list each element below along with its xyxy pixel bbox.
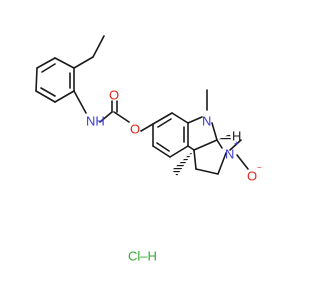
hydrochloride-label: Cl–H — [128, 248, 157, 263]
amide-nh-label: NH — [86, 113, 105, 128]
o-minus-charge: − — [257, 163, 262, 172]
ethyl-group — [73, 35, 105, 69]
indoline-nitrogen-label: N — [202, 113, 211, 128]
ethylphenyl-ring — [35, 57, 75, 103]
ester-oxygen-label: O — [130, 121, 140, 136]
n-plus-charge: + — [234, 139, 239, 148]
n-oxide-bond — [236, 154, 249, 170]
structure-diagram: NH O O N H N + O − Cl–H — [35, 35, 262, 263]
pyrrolidine-nitrogen-label: N — [225, 146, 234, 161]
hashed-wedge-hydrogen — [217, 134, 231, 140]
carbonyl-oxygen-label: O — [109, 87, 119, 102]
n-oxide-oxygen-label: O — [247, 168, 257, 183]
carbamate-linkage — [73, 90, 154, 132]
methyl-groups — [206, 89, 242, 151]
hashed-wedge-methyl — [172, 150, 194, 176]
pyrroloindole-rings — [187, 116, 227, 175]
ring-fusion-hydrogen-label: H — [232, 128, 241, 143]
indoline-benzene-ring — [152, 112, 189, 158]
molecule-figure: NH O O N H N + O − Cl–H — [35, 35, 262, 264]
